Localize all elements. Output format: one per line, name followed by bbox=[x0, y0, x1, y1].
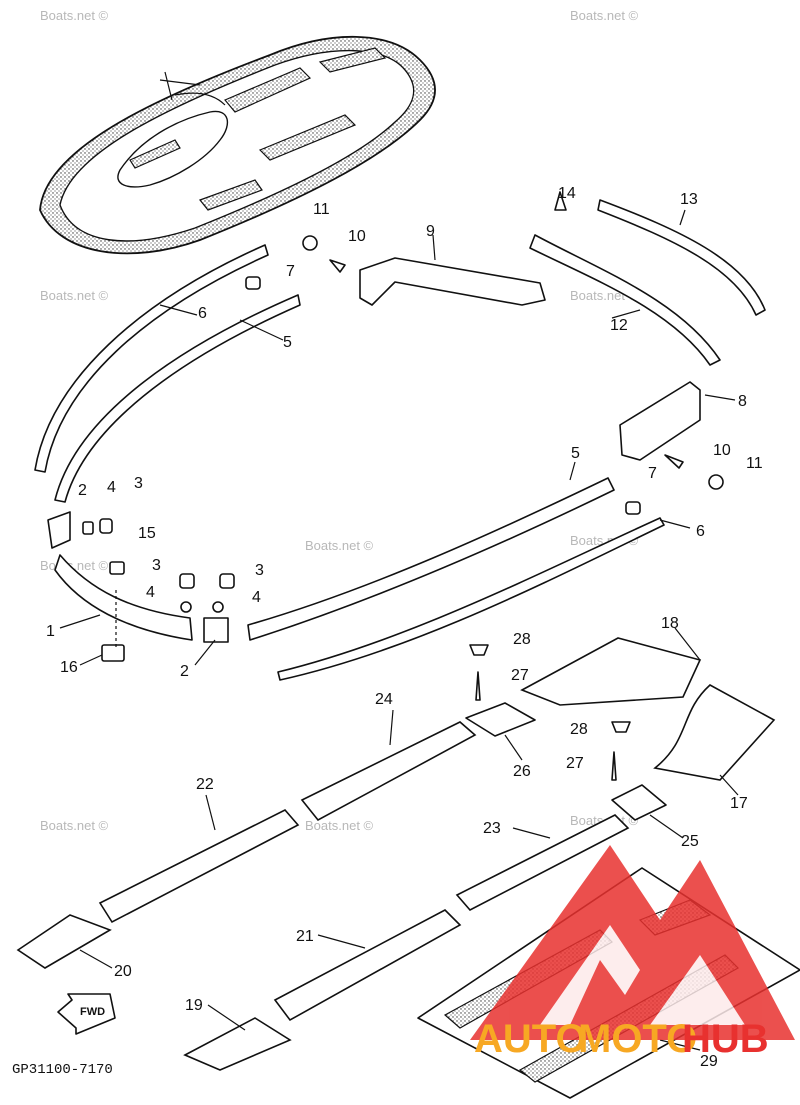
callout-11: 11 bbox=[746, 455, 763, 472]
jet-ski-hull bbox=[39, 35, 436, 255]
brand-hub: HUB bbox=[682, 1017, 769, 1061]
leader-lines bbox=[59, 209, 739, 1051]
callout-28: 28 bbox=[570, 721, 588, 738]
callout-27: 27 bbox=[511, 667, 529, 684]
watermark-text: Boats.net © bbox=[40, 288, 109, 303]
callout-16: 16 bbox=[60, 659, 78, 676]
callout-15: 15 bbox=[138, 525, 156, 542]
watermark-text: Boats.net © bbox=[40, 818, 109, 833]
callout-7: 7 bbox=[648, 465, 657, 482]
callout-3: 3 bbox=[152, 557, 161, 574]
callout-29: 29 bbox=[700, 1053, 718, 1070]
callout-6: 6 bbox=[696, 523, 705, 540]
diagram-code: GP31100-7170 bbox=[12, 1062, 113, 1078]
callout-4: 4 bbox=[252, 589, 261, 606]
callout-7: 7 bbox=[286, 263, 295, 280]
callout-26: 26 bbox=[513, 763, 531, 780]
callout-20: 20 bbox=[114, 963, 132, 980]
callout-27: 27 bbox=[566, 755, 584, 772]
callout-25: 25 bbox=[681, 833, 699, 850]
watermark-text: Boats.net © bbox=[305, 818, 374, 833]
fwd-label: FWD bbox=[80, 1006, 105, 1018]
callout-22: 22 bbox=[196, 776, 214, 793]
callout-10: 10 bbox=[713, 442, 731, 459]
logo-triangle-icon bbox=[470, 845, 795, 1040]
callout-5: 5 bbox=[571, 445, 580, 462]
watermark-text: Boats.net © bbox=[570, 8, 639, 23]
callout-3: 3 bbox=[134, 475, 143, 492]
callout-1: 1 bbox=[46, 623, 55, 640]
callout-17: 17 bbox=[730, 795, 748, 812]
callout-9: 9 bbox=[426, 223, 435, 240]
callout-2: 2 bbox=[78, 482, 87, 499]
callout-4: 4 bbox=[107, 479, 116, 496]
watermark-text: Boats.net © bbox=[40, 8, 109, 23]
callout-4: 4 bbox=[146, 584, 155, 601]
brand-auto: AUTO bbox=[474, 1017, 587, 1061]
callout-23: 23 bbox=[483, 820, 501, 837]
small-parts bbox=[47, 191, 724, 781]
callout-21: 21 bbox=[296, 928, 314, 945]
fwd-arrow: FWD bbox=[57, 993, 116, 1035]
deck-mats bbox=[16, 637, 776, 1071]
callout-8: 8 bbox=[738, 393, 747, 410]
plates bbox=[465, 702, 667, 821]
callout-13: 13 bbox=[680, 191, 698, 208]
rub-rails bbox=[34, 199, 766, 681]
brand-moto: MOTO bbox=[578, 1017, 697, 1061]
callout-6: 6 bbox=[198, 305, 207, 322]
callout-2: 2 bbox=[180, 663, 189, 680]
callout-10: 10 bbox=[348, 228, 366, 245]
callout-5: 5 bbox=[283, 334, 292, 351]
watermark-text: Boats.net © bbox=[305, 538, 374, 553]
callout-24: 24 bbox=[375, 691, 393, 708]
callout-18: 18 bbox=[661, 615, 679, 632]
callout-19: 19 bbox=[185, 997, 203, 1014]
callout-12: 12 bbox=[610, 317, 628, 334]
callout-11: 11 bbox=[313, 201, 330, 218]
callout-28: 28 bbox=[513, 631, 531, 648]
brand-logo: AUTO MOTO HUB bbox=[470, 845, 795, 1061]
callout-3: 3 bbox=[255, 562, 264, 579]
callout-14: 14 bbox=[558, 185, 576, 202]
callouts: 1 2 2 3 3 3 4 4 4 5 5 6 6 7 7 8 9 10 10 … bbox=[46, 185, 763, 1070]
